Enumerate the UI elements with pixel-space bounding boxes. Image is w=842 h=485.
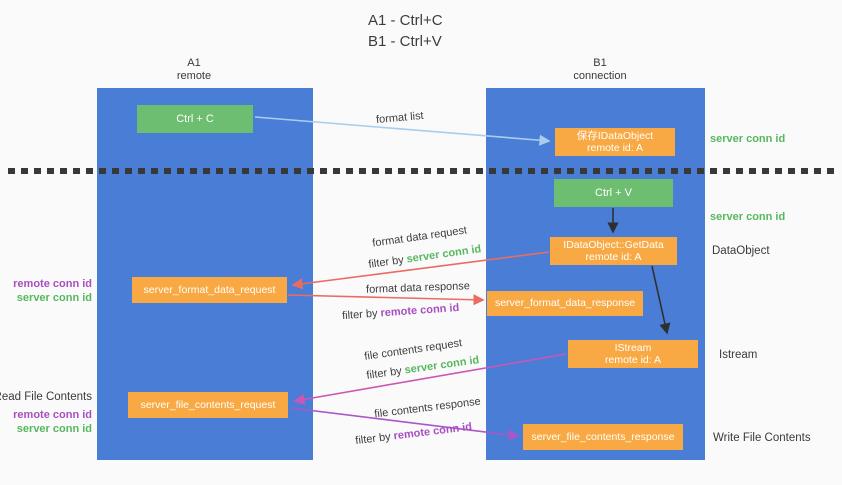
column-b1-name: B1 <box>593 57 607 69</box>
idataobject-getdata-title: IDataObject::GetData <box>563 238 664 251</box>
istream-node: IStream remote id: A <box>568 340 698 368</box>
remote-conn-id-highlight: remote conn id <box>380 301 460 320</box>
column-b1-subtitle: connection <box>573 70 627 82</box>
istream-subtitle: remote id: A <box>604 354 662 366</box>
filter-by-text: filter by <box>365 364 406 382</box>
remote-conn-id-highlight: remote conn id <box>392 420 473 443</box>
file-contents-response-label: file contents response <box>373 395 482 421</box>
filter-by-text: filter by <box>367 253 408 271</box>
server-file-contents-request-label: server_file_contents_request <box>140 398 276 411</box>
remote-conn-id-annotation: remote conn id <box>13 278 92 290</box>
server-conn-id-highlight: server conn id <box>403 354 481 377</box>
server-format-data-response-label: server_format_data_response <box>494 297 636 310</box>
filter-by-text: filter by <box>354 430 395 448</box>
format-data-request-label: format data request <box>371 224 468 250</box>
title-line-1: A1 - Ctrl+C <box>368 12 443 29</box>
remote-conn-id-annotation: remote conn id <box>13 409 92 421</box>
format-list-label: format list <box>375 109 425 127</box>
read-file-contents-annotation: Read File Contents <box>0 391 92 403</box>
filter-by-text: filter by <box>341 307 381 323</box>
server-file-contents-request-node: server_file_contents_request <box>128 392 288 418</box>
file-contents-response-filter-label: filter by remote conn id <box>355 421 473 447</box>
server-file-contents-response-label: server_file_contents_response <box>531 430 675 443</box>
format-data-response-label: format data response <box>365 280 471 296</box>
column-a1-name: A1 <box>187 57 201 69</box>
ctrl-c-node: Ctrl + C <box>137 105 253 133</box>
format-data-response-filter-label: filter by remote conn id <box>342 302 460 322</box>
ctrl-v-node: Ctrl + V <box>554 179 673 207</box>
ctrl-c-label: Ctrl + C <box>176 112 214 125</box>
file-request-conn-id-annotations: remote conn id server conn id <box>13 408 92 436</box>
istream-annotation: Istream <box>719 349 758 361</box>
save-idataobject-title: 保存IDataObject <box>576 129 654 142</box>
server-conn-id-annotation-top: server conn id <box>710 133 786 145</box>
server-format-data-request-label: server_format_data_request <box>143 283 276 296</box>
column-header-a1: A1 remote <box>134 57 254 83</box>
server-conn-id-annotation-mid: server conn id <box>710 211 786 223</box>
server-format-data-request-node: server_format_data_request <box>132 277 287 303</box>
server-conn-id-annotation: server conn id <box>16 423 92 435</box>
istream-title: IStream <box>614 341 652 354</box>
format-request-conn-id-annotations: remote conn id server conn id <box>13 277 92 305</box>
format-data-response-arrow <box>287 294 485 306</box>
server-conn-id-highlight: server conn id <box>405 243 483 266</box>
idataobject-getdata-node: IDataObject::GetData remote id: A <box>550 237 677 265</box>
save-idataobject-subtitle: remote id: A <box>586 142 644 154</box>
server-format-data-response-node: server_format_data_response <box>487 291 643 316</box>
dataobject-annotation: DataObject <box>712 245 770 257</box>
column-a1-subtitle: remote <box>176 70 212 82</box>
title-line-2: B1 - Ctrl+V <box>368 33 442 50</box>
column-header-b1: B1 connection <box>540 57 660 83</box>
server-conn-id-annotation: server conn id <box>16 292 92 304</box>
ctrl-v-label: Ctrl + V <box>595 186 632 199</box>
server-file-contents-response-node: server_file_contents_response <box>523 424 683 450</box>
idataobject-getdata-subtitle: remote id: A <box>585 251 642 263</box>
diagram-title: A1 - Ctrl+C B1 - Ctrl+V <box>368 10 443 52</box>
save-idataobject-node: 保存IDataObject remote id: A <box>555 128 675 156</box>
write-file-contents-annotation: Write File Contents <box>713 432 811 444</box>
